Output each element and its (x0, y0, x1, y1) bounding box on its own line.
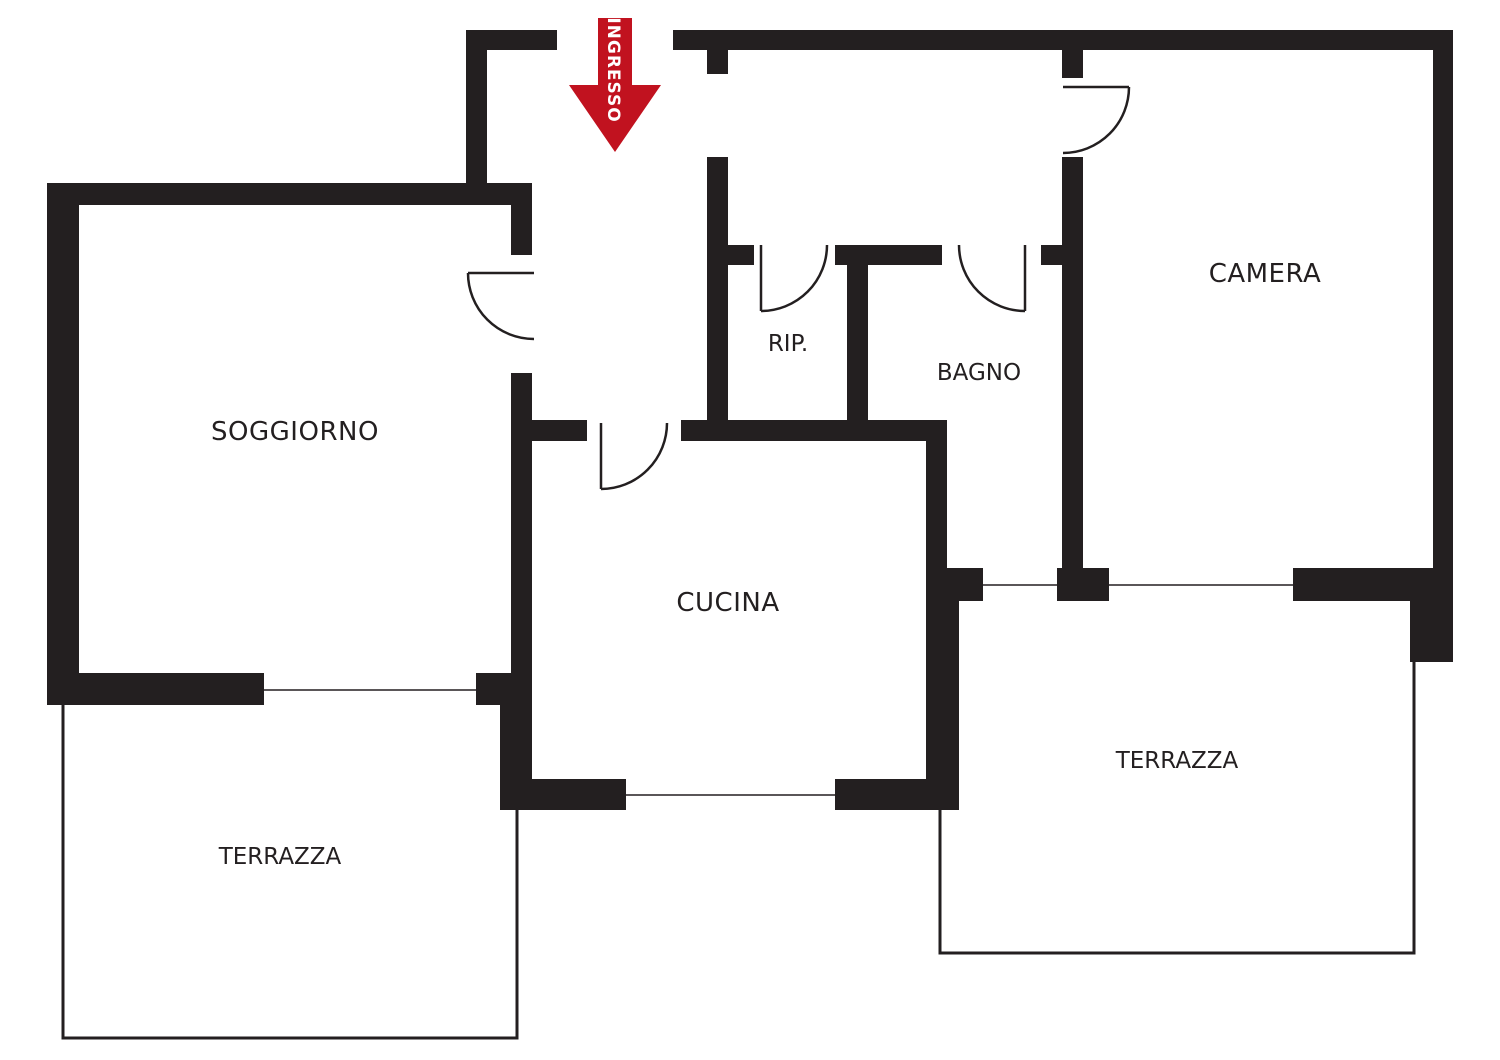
wall-cucina-bottom-left (500, 779, 626, 810)
wall-rip-top (835, 245, 942, 265)
entrance-arrow-icon (569, 18, 661, 152)
windows (264, 584, 1293, 796)
wall-cucina-top-left (511, 420, 587, 441)
wall-rip-stub (707, 245, 754, 265)
door-ripostiglio (759, 244, 829, 313)
wall-cucina-bottom-right (835, 779, 947, 810)
door-soggiorno (466, 271, 535, 341)
wall-rip-right (847, 245, 868, 440)
wall-soggiorno-bottom (47, 673, 264, 705)
wall-top-stub-1 (707, 30, 728, 74)
room-label-terrazza-right: TERRAZZA (1115, 748, 1239, 774)
wall-camera-bottom-stub (1057, 568, 1109, 601)
room-label-ripostiglio: RIP. (768, 331, 808, 357)
walls (47, 30, 1453, 810)
wall-soggiorno-right-mid (511, 373, 532, 705)
door-bagno (957, 244, 1027, 313)
terrazza-left-outline (61, 705, 519, 1040)
room-label-terrazza-left: TERRAZZA (218, 844, 342, 870)
room-label-soggiorno: SOGGIORNO (211, 417, 379, 447)
wall-terrazza-right-post (939, 590, 959, 810)
room-label-bagno: BAGNO (937, 360, 1021, 386)
wall-soggiorno-right-top (511, 183, 532, 255)
wall-bagno-right (1062, 157, 1083, 601)
wall-camera-bottom (1293, 568, 1453, 601)
wall-hall-left (466, 30, 487, 205)
entrance-label: INGRESSO (603, 17, 623, 122)
room-labels: SOGGIORNO CUCINA RIP. BAGNO CAMERA TERRA… (211, 259, 1321, 870)
terraces (61, 601, 1416, 1040)
wall-hall-top-left (466, 30, 557, 50)
wall-soggiorno-top (47, 183, 532, 205)
door-cucina (599, 422, 669, 491)
wall-right (1433, 30, 1453, 662)
room-label-camera: CAMERA (1209, 259, 1322, 289)
entrance-marker: INGRESSO (569, 17, 661, 152)
terrazza-right-outline (938, 601, 1416, 955)
wall-top-stub-2 (1062, 30, 1083, 78)
door-camera (1062, 85, 1131, 155)
wall-soggiorno-left (47, 183, 79, 705)
wall-rip-left (707, 157, 728, 440)
room-label-cucina: CUCINA (676, 588, 779, 618)
wall-cucina-top-right (681, 420, 947, 441)
doors (466, 85, 1131, 491)
